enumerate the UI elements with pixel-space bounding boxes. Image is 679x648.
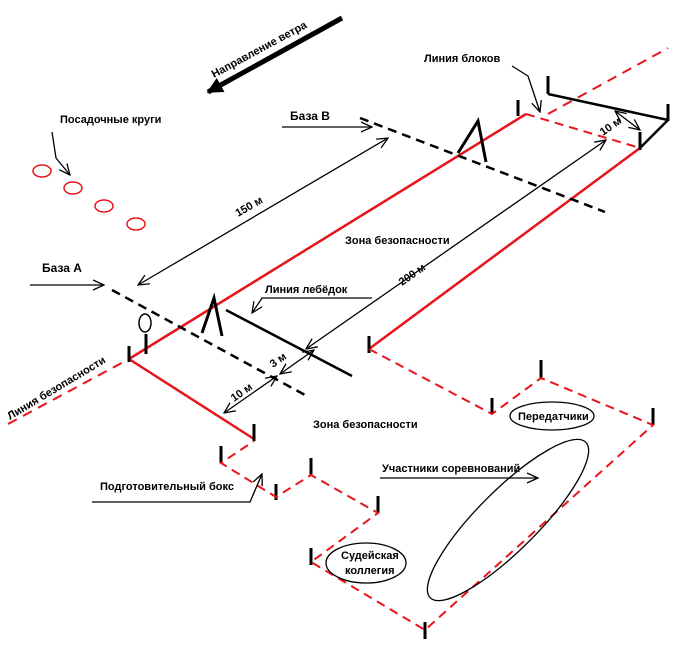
dimension-150m-label: 150 м (234, 194, 266, 219)
landing-circle (63, 181, 83, 195)
block-zone (525, 92, 669, 149)
dimension-10m-bottom (224, 376, 277, 413)
winch-line-label: Линия лебёдок (265, 284, 348, 296)
field-boundary (128, 112, 641, 441)
judges-label-line1: Судейская (341, 550, 399, 562)
judges-area (325, 542, 407, 584)
landing-circles (32, 164, 146, 231)
landing-circles-label: Посадочные круги (60, 114, 161, 126)
dimension-10m-top (615, 111, 640, 130)
dimension-200m (306, 140, 606, 349)
service-area-outline (219, 348, 655, 632)
judges-label-line2: коллегия (345, 565, 395, 577)
landing-circles-pointer (51, 131, 70, 175)
prep-box-pointer (92, 474, 262, 503)
landing-circle (94, 199, 114, 213)
balloon (138, 313, 152, 333)
safety-zone-top-label: Зона безопасности (345, 235, 450, 247)
winch-line-pointer (252, 297, 372, 313)
winch-line (225, 308, 353, 378)
participants-area (426, 438, 590, 602)
dimension-10m-top-label: 10 м (598, 115, 624, 138)
base-b-label: База В (290, 109, 330, 123)
block-line-pointer (511, 65, 540, 112)
safety-line (7, 47, 669, 425)
wind-arrow (206, 15, 344, 95)
pylon-a (200, 292, 224, 337)
transmitters-area (509, 401, 595, 431)
participants-label: Участники соревнований (382, 463, 520, 475)
transmitters-label: Передатчики (518, 411, 589, 423)
posts (127, 76, 670, 639)
landing-circle (126, 217, 146, 231)
landing-circle (32, 164, 52, 178)
block-line-label: Линия блоков (424, 53, 501, 65)
dimension-200m-label: 200 м (397, 262, 428, 289)
dimension-3m (280, 350, 314, 374)
safety-line-label: Линия безопасности (5, 354, 108, 422)
safety-zone-bottom-label: Зона безопасности (313, 419, 418, 431)
prep-box-label: Подготовительный бокс (100, 481, 234, 493)
wind-direction-label: Направление ветра (210, 19, 310, 81)
pylon-b (456, 116, 488, 163)
dimension-150m (138, 138, 388, 285)
dimension-3m-label: 3 м (268, 351, 289, 371)
base-a-label: База А (42, 261, 82, 275)
